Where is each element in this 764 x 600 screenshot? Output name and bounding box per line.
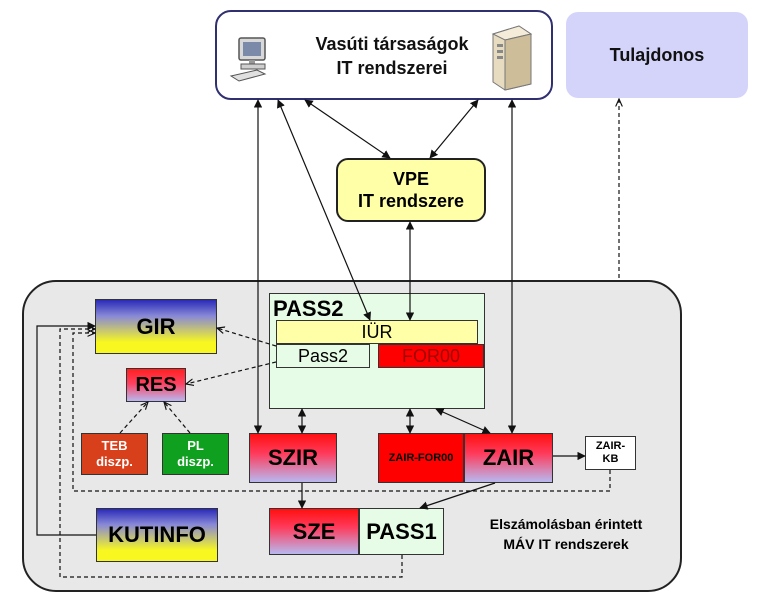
railway-companies-subtitle: IT rendszerei bbox=[336, 58, 448, 78]
kutinfo-box[interactable]: KUTINFO bbox=[96, 508, 218, 562]
res-box[interactable]: RES bbox=[126, 368, 186, 402]
teb-title: TEB bbox=[101, 438, 128, 453]
zair-kb-title: ZAIR- bbox=[595, 440, 626, 452]
owner-box[interactable]: Tulajdonos bbox=[566, 12, 748, 98]
zair-for00-box[interactable]: ZAIR-FOR00 bbox=[378, 433, 464, 483]
for00-box[interactable]: FOR00 bbox=[378, 344, 484, 368]
pass2-sub-box[interactable]: Pass2 bbox=[276, 344, 370, 368]
zair-for00-label: ZAIR-FOR00 bbox=[388, 452, 454, 464]
region-caption: Elszámolásban érintett MÁV IT rendszerek bbox=[468, 514, 664, 554]
szir-label: SZIR bbox=[267, 445, 319, 470]
zair-box[interactable]: ZAIR bbox=[464, 433, 553, 483]
vpe-subtitle: IT rendszere bbox=[357, 191, 465, 211]
gir-box[interactable]: GIR bbox=[95, 299, 217, 354]
edge-top-vpe-right bbox=[429, 99, 479, 159]
zair-kb-box[interactable]: ZAIR- KB bbox=[585, 436, 636, 470]
zair-kb-subtitle: KB bbox=[602, 453, 619, 465]
railway-companies-box[interactable]: Vasúti társaságok IT rendszerei bbox=[215, 10, 553, 100]
iur-label: IÜR bbox=[361, 321, 393, 342]
pl-box[interactable]: PL diszp. bbox=[162, 433, 229, 475]
gir-label: GIR bbox=[136, 313, 176, 339]
teb-subtitle: diszp. bbox=[96, 454, 133, 469]
region-caption-line1: Elszámolásban érintett bbox=[489, 516, 643, 532]
pl-title: PL bbox=[187, 438, 204, 453]
region-caption-line2: MÁV IT rendszerek bbox=[503, 536, 629, 552]
owner-label: Tulajdonos bbox=[609, 44, 705, 65]
pass1-label: PASS1 bbox=[366, 518, 437, 544]
for00-label: FOR00 bbox=[401, 345, 461, 366]
vpe-title: VPE bbox=[392, 169, 430, 189]
railway-companies-title: Vasúti társaságok bbox=[315, 34, 469, 54]
pass1-box[interactable]: PASS1 bbox=[359, 508, 444, 555]
pass2-title: PASS2 bbox=[273, 296, 344, 321]
iur-box[interactable]: IÜR bbox=[276, 320, 478, 344]
vpe-box[interactable]: VPE IT rendszere bbox=[336, 158, 486, 222]
edge-top-vpe-left bbox=[304, 99, 391, 159]
kutinfo-label: KUTINFO bbox=[108, 522, 206, 547]
sze-label: SZE bbox=[292, 518, 336, 544]
pl-subtitle: diszp. bbox=[177, 454, 214, 469]
pass2-sub-label: Pass2 bbox=[297, 345, 349, 366]
sze-box[interactable]: SZE bbox=[269, 508, 359, 555]
server-icon bbox=[491, 25, 533, 91]
zair-label: ZAIR bbox=[482, 445, 535, 470]
szir-box[interactable]: SZIR bbox=[249, 433, 337, 483]
computer-icon bbox=[229, 37, 267, 82]
res-label: RES bbox=[135, 373, 177, 396]
teb-box[interactable]: TEB diszp. bbox=[81, 433, 148, 475]
